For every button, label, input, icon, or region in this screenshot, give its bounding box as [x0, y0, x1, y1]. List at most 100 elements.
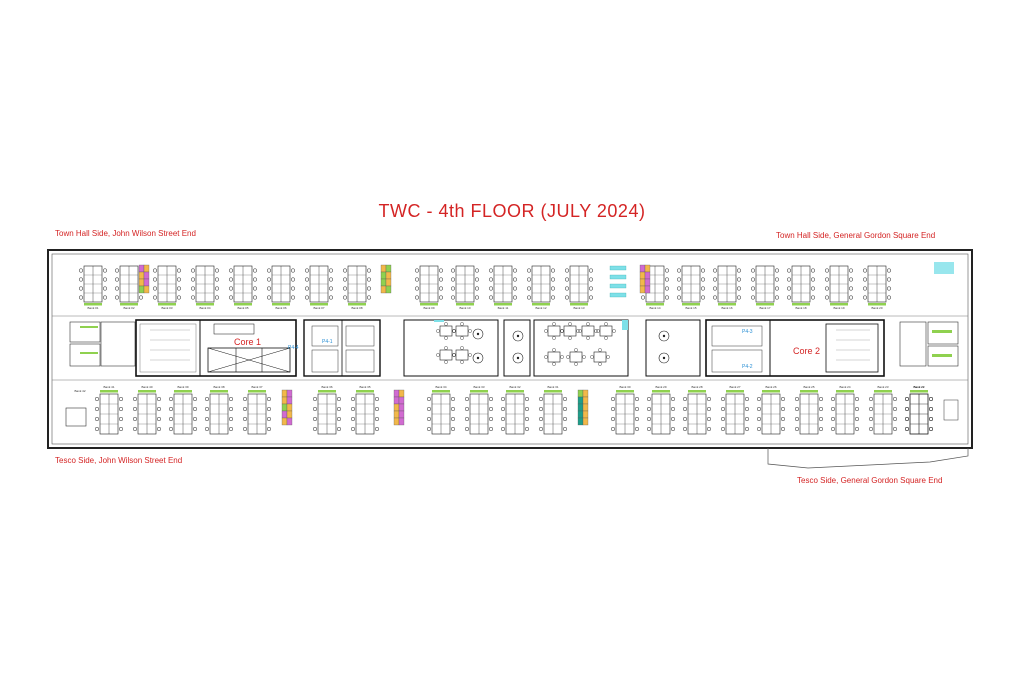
chair	[780, 406, 786, 412]
chair	[854, 416, 860, 422]
chair	[78, 286, 84, 291]
chair	[228, 416, 234, 422]
chair	[500, 426, 506, 432]
chair	[646, 416, 652, 422]
chair	[500, 416, 506, 422]
chair	[682, 396, 688, 402]
chair	[634, 416, 640, 422]
chair	[868, 406, 874, 412]
chair	[670, 416, 676, 422]
chair	[152, 286, 158, 291]
chair	[190, 295, 196, 300]
chair	[886, 268, 892, 273]
desk-bank: Bank 21	[904, 385, 934, 435]
chair	[118, 416, 124, 422]
chair	[228, 268, 234, 273]
chair	[242, 426, 248, 432]
chair	[192, 396, 198, 402]
chair	[670, 426, 676, 432]
chair	[488, 286, 494, 291]
chair	[892, 426, 898, 432]
bank-label: Bank 01	[87, 306, 98, 310]
chair	[512, 277, 518, 282]
chair	[610, 406, 616, 412]
chair	[204, 426, 210, 432]
desk-bank: Bank 40	[132, 385, 162, 435]
chair	[266, 268, 272, 273]
chair	[266, 286, 272, 291]
bank-label: Bank 05	[237, 306, 248, 310]
chair	[114, 286, 120, 291]
chair	[328, 268, 334, 273]
chair	[414, 268, 420, 273]
chair	[102, 286, 108, 291]
chair	[810, 286, 816, 291]
desk-bank: Bank 11	[488, 265, 518, 310]
desk-bank: Bank 19	[824, 265, 854, 310]
chair	[438, 277, 444, 282]
corner-label-top-right: Town Hall Side, General Gordon Square En…	[776, 231, 936, 240]
chair	[706, 416, 712, 422]
chair	[118, 396, 124, 402]
chair	[794, 426, 800, 432]
chair	[646, 396, 652, 402]
chair	[712, 268, 718, 273]
desk-bank: Bank 18	[786, 265, 816, 310]
chair	[794, 406, 800, 412]
bank-label: Bank 07	[313, 306, 324, 310]
desk-bank: Bank 39	[168, 385, 198, 435]
bank-label: Bank 09	[423, 306, 434, 310]
chair	[892, 406, 898, 412]
chair	[342, 295, 348, 300]
chair	[562, 416, 568, 422]
chair	[474, 277, 480, 282]
chair	[78, 277, 84, 282]
chair	[228, 396, 234, 402]
chair	[774, 286, 780, 291]
chair	[512, 268, 518, 273]
chair	[114, 295, 120, 300]
chair	[538, 416, 544, 422]
chair	[304, 286, 310, 291]
chair	[366, 268, 372, 273]
desk-bank: Bank 29	[646, 385, 676, 435]
desk-bank: Bank 06	[266, 265, 296, 310]
chair	[176, 268, 182, 273]
chair	[266, 396, 272, 402]
chair	[266, 426, 272, 432]
bank-label: Bank 06	[275, 306, 286, 310]
chair	[464, 396, 470, 402]
chair	[336, 426, 342, 432]
chair	[750, 295, 756, 300]
chair	[810, 277, 816, 282]
chair	[720, 396, 726, 402]
bank-label: Bank 12	[535, 306, 546, 310]
chair	[736, 277, 742, 282]
chair	[744, 426, 750, 432]
chair	[526, 268, 532, 273]
chair	[818, 416, 824, 422]
chair	[634, 396, 640, 402]
chair	[854, 406, 860, 412]
chair	[242, 416, 248, 422]
chair	[588, 295, 594, 300]
chair	[818, 426, 824, 432]
chair	[426, 426, 432, 432]
chair	[830, 416, 836, 422]
bank-label: Bank 15	[685, 306, 696, 310]
chair	[830, 426, 836, 432]
chair	[190, 268, 196, 273]
bank-label: Bank 02	[123, 306, 134, 310]
chair	[562, 396, 568, 402]
bank-label: Bank 28	[691, 385, 702, 389]
chair	[706, 396, 712, 402]
chair	[706, 406, 712, 412]
desk-bank: Bank 32	[500, 385, 530, 435]
bank-label: Bank 26	[765, 385, 776, 389]
inner-wall	[51, 253, 969, 445]
chair	[102, 268, 108, 273]
chair	[550, 268, 556, 273]
chair	[512, 295, 518, 300]
